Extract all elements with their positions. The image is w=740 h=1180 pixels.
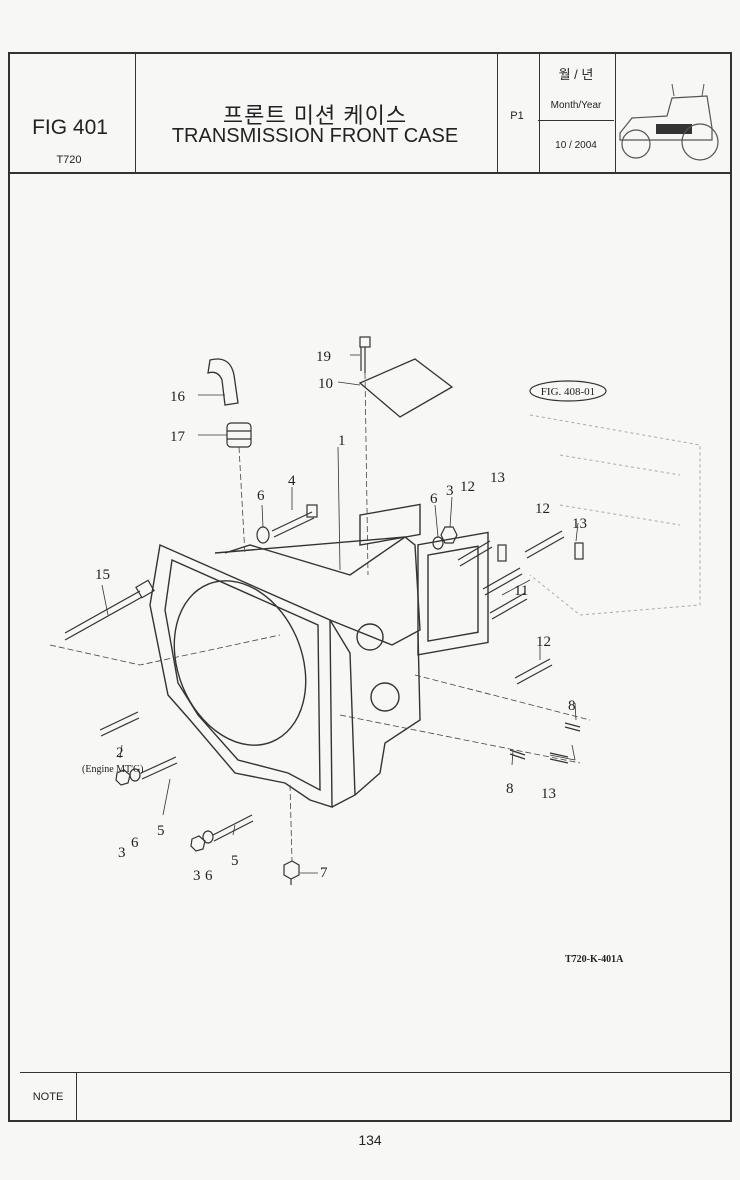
callout-11: 11 <box>514 583 528 599</box>
tractor-icon <box>619 83 719 161</box>
callout-3-top: 3 <box>446 483 454 499</box>
engine-note: (Engine MT'G) <box>82 764 144 775</box>
date-cell <box>540 54 616 172</box>
callout-13-bottom: 13 <box>541 786 556 802</box>
note-row: NOTE <box>20 1072 732 1121</box>
callout-17: 17 <box>170 429 186 445</box>
transmission-case <box>149 503 489 808</box>
callout-2: 2 <box>116 745 124 761</box>
page-code-cell <box>498 54 540 172</box>
date-divider <box>538 120 614 121</box>
cover-plate <box>358 358 454 418</box>
date-label: Month/Year <box>550 100 602 111</box>
callout-6-right: 6 <box>430 491 438 507</box>
callout-5-center: 5 <box>231 853 239 869</box>
dowel-pins <box>497 542 584 764</box>
callout-15: 15 <box>95 567 110 583</box>
callout-12-top: 12 <box>460 479 475 495</box>
page-number: 134 <box>358 1132 382 1148</box>
reference-oval <box>529 380 607 402</box>
lower-studs <box>99 711 254 852</box>
assembly-lines <box>49 372 591 862</box>
note-label: NOTE <box>20 1073 77 1121</box>
callout-7: 7 <box>320 865 328 881</box>
stud-4 <box>256 504 318 544</box>
long-bolt-15 <box>64 579 155 641</box>
callout-1: 1 <box>338 433 346 449</box>
callout-5-left: 5 <box>157 823 165 839</box>
date-heading: 월 / 년 <box>558 67 594 82</box>
ghost-reference-assembly <box>529 414 701 616</box>
fig-number: FIG 401 <box>32 116 108 139</box>
callout-16: 16 <box>170 389 186 405</box>
callout-6-top: 6 <box>257 488 265 504</box>
fig-cell <box>10 54 136 172</box>
callout-13-top: 13 <box>490 470 505 486</box>
pins-8 <box>509 722 581 760</box>
callout-3-center: 3 <box>193 868 201 884</box>
date-value: 10 / 2004 <box>555 140 597 151</box>
title-block <box>10 54 730 174</box>
studs-12 <box>457 530 565 685</box>
callout-19: 19 <box>316 349 331 365</box>
callout-12-lower: 12 <box>536 634 551 650</box>
grommet <box>226 422 252 448</box>
elbow-hose <box>207 358 239 406</box>
callout-12-right: 12 <box>535 501 550 517</box>
callout-10: 10 <box>318 376 333 392</box>
callout-6-left: 6 <box>131 835 139 851</box>
page-frame <box>8 52 732 1122</box>
model-label: T720 <box>56 154 82 166</box>
callout-13-right: 13 <box>572 516 587 532</box>
page-code: P1 <box>510 110 524 122</box>
callout-4: 4 <box>288 473 296 489</box>
bolt-19 <box>359 336 371 373</box>
callout-6-center: 6 <box>205 868 213 884</box>
title-english: TRANSMISSION FRONT CASE <box>171 125 459 147</box>
callout-8-right: 8 <box>568 698 576 714</box>
reference-label: FIG. 408-01 <box>541 386 595 398</box>
leader-lines <box>101 354 579 874</box>
callout-8-bottom: 8 <box>506 781 514 797</box>
title-cell <box>136 54 498 172</box>
callout-3-left: 3 <box>118 845 126 861</box>
drain-plug <box>283 860 300 885</box>
title-korean: 프론트 미션 케이스 <box>222 103 408 128</box>
exploded-parts-diagram: FIG. 408-01 1 2 3 3 3 4 5 5 6 6 6 6 7 8 … <box>49 336 701 885</box>
drawing-number: T720-K-401A <box>565 954 624 965</box>
